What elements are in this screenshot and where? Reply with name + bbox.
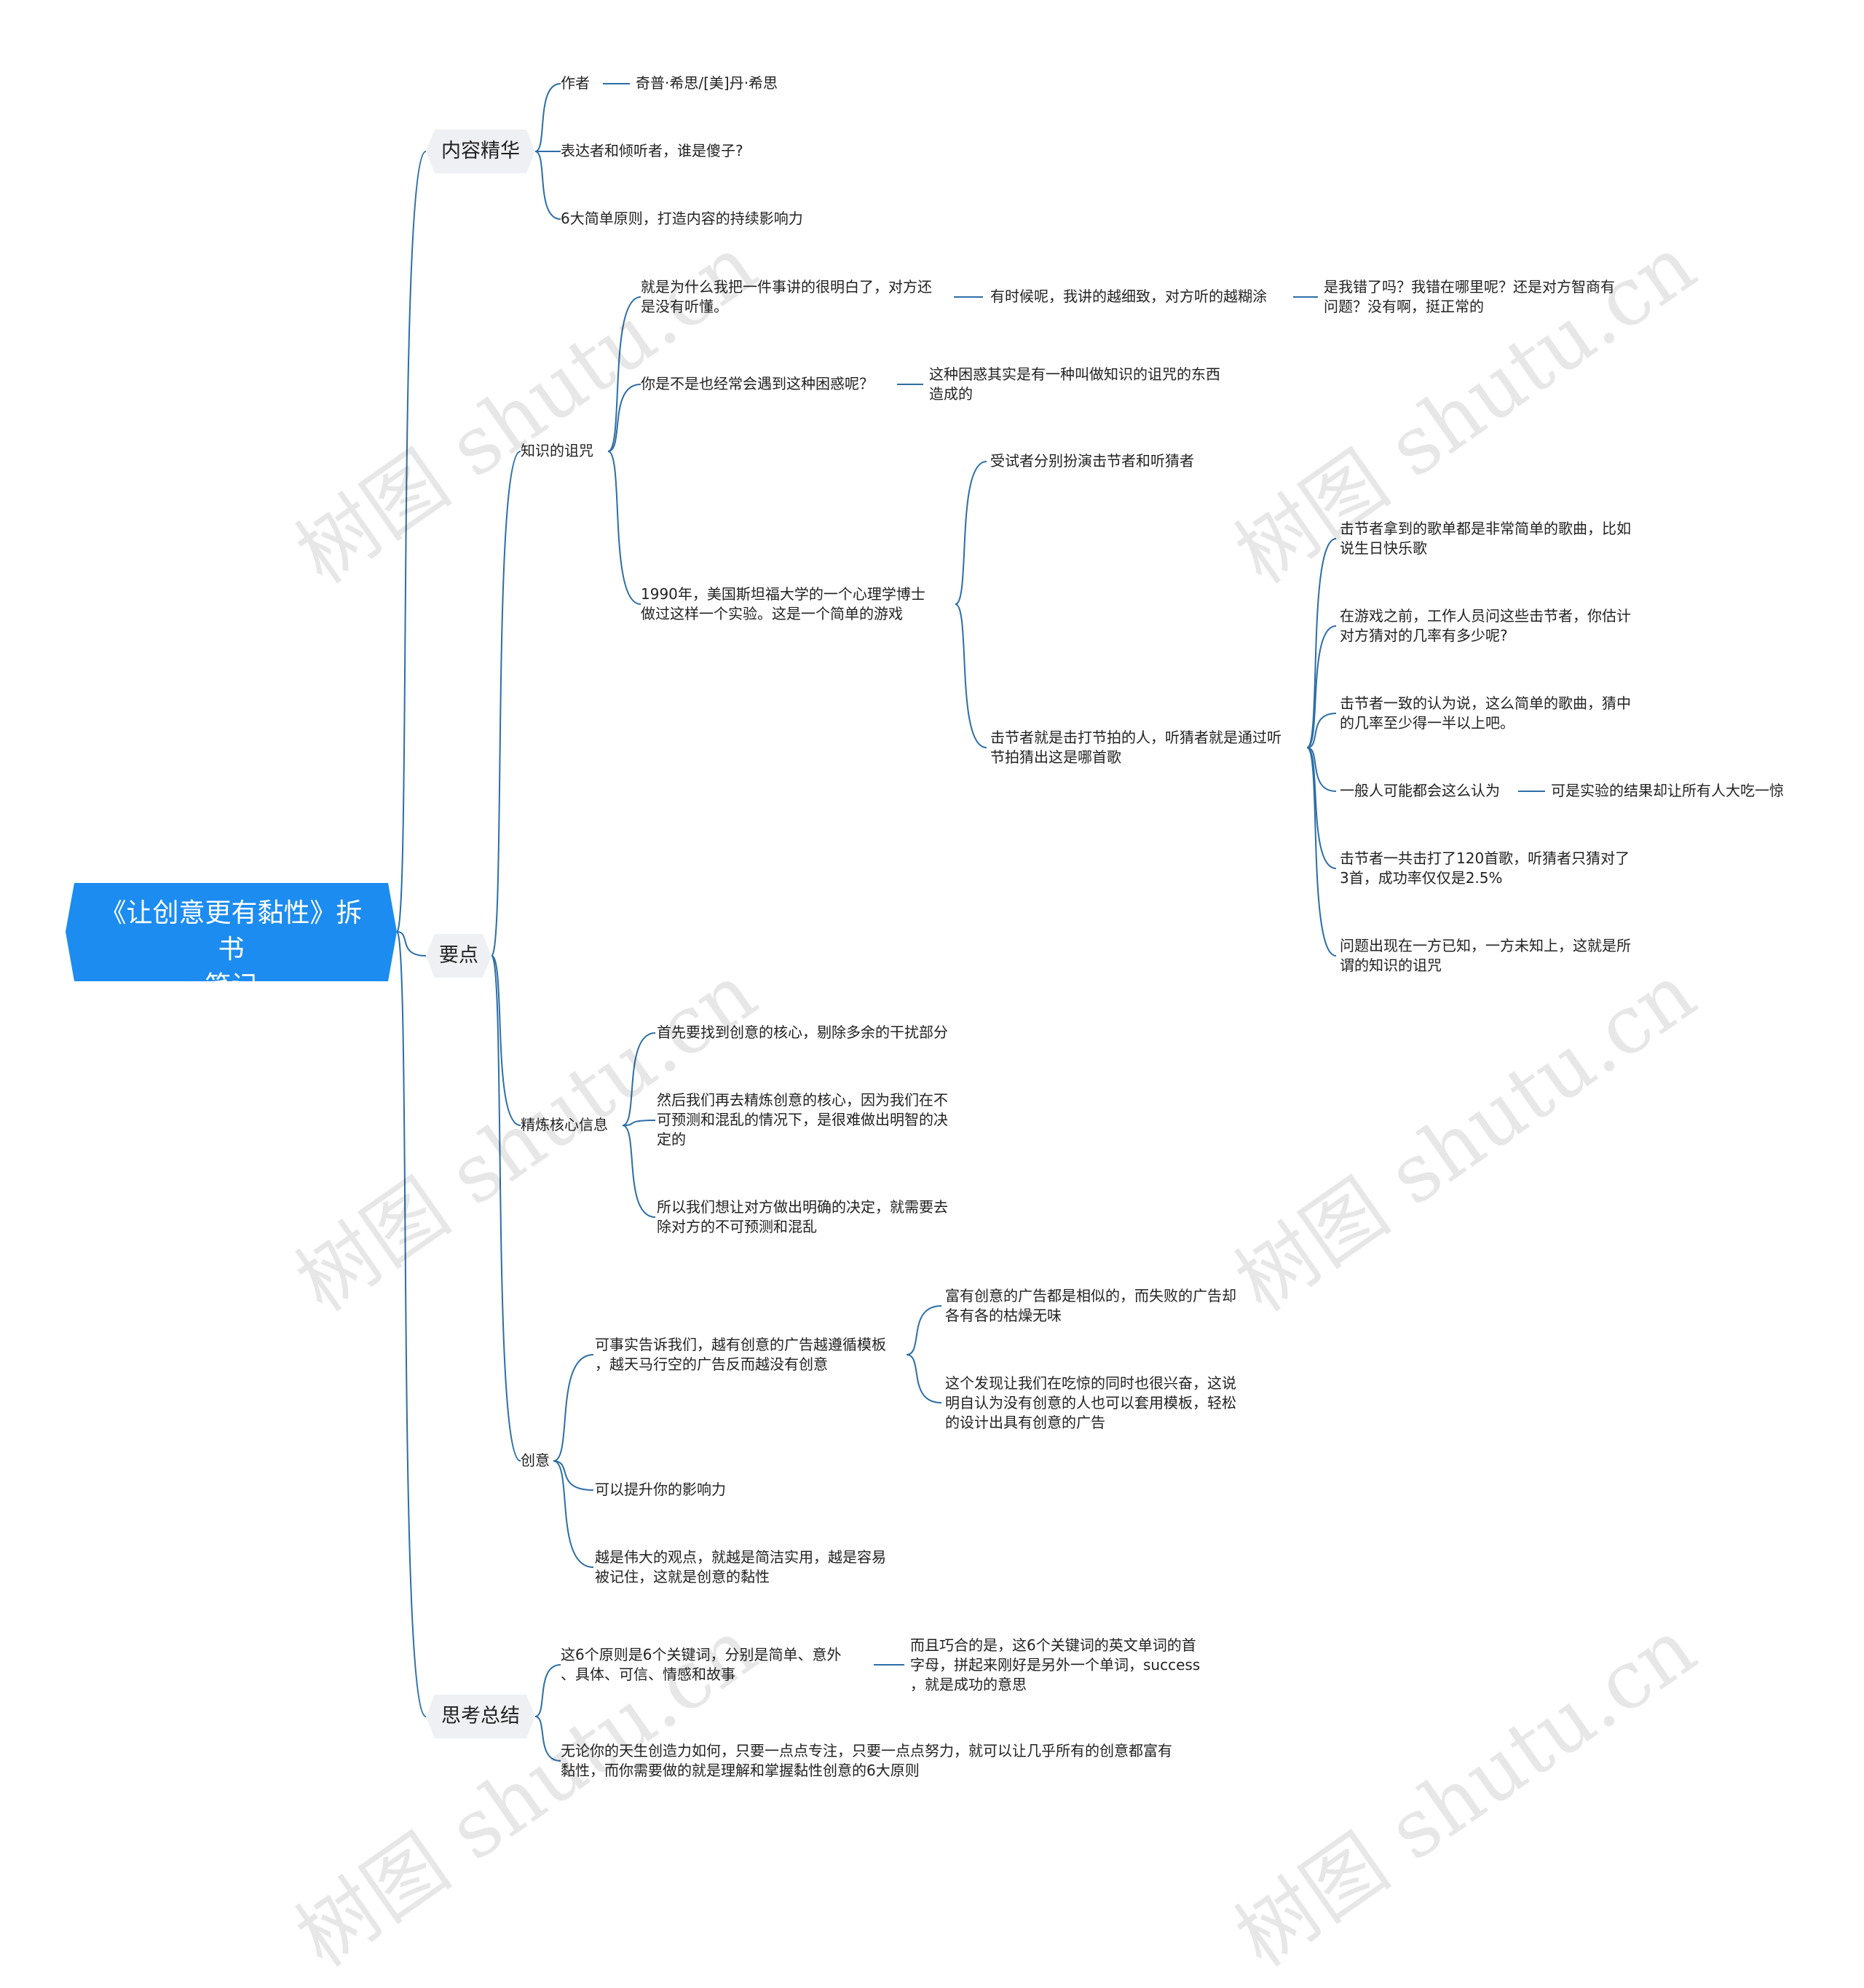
branch-bg [426, 934, 491, 978]
branch-label: 思考总结 [441, 1705, 520, 1727]
node-curse-of-knowledge[interactable]: 知识的诅咒 [521, 442, 593, 459]
node-summary-a[interactable]: 这6个原则是6个关键词，分别是简单、意外 、具体、可信、情感和故事 [561, 1646, 842, 1683]
node-curse-a[interactable]: 就是为什么我把一件事讲的很明白了，对方还 是没有听懂。 [641, 278, 932, 315]
connector-curve [491, 955, 521, 1462]
node-idea-a2[interactable]: 这个发现让我们在吃惊的同时也很兴奋，这说 明自认为没有创意的人也可以套用模板，轻… [945, 1374, 1236, 1431]
connector-curve [955, 461, 987, 605]
node-six-principles[interactable]: 6大简单原则，打造内容的持续影响力 [561, 210, 803, 227]
node-curse-a2[interactable]: 是我错了吗？我错在哪里呢？还是对方智商有 问题？没有啊，挺正常的 [1324, 278, 1615, 315]
node-author-name[interactable]: 奇普·希思/[美]丹·希思 [636, 74, 778, 92]
connector-curve [622, 1125, 656, 1218]
branch-content-highlights[interactable]: 内容精华 [426, 130, 535, 173]
node-curse-d1[interactable]: 击节者拿到的歌单都是非常简单的歌曲，比如 说生日快乐歌 [1340, 520, 1631, 557]
node-author[interactable]: 作者 [561, 74, 590, 92]
node-curse-d6[interactable]: 问题出现在一方已知，一方未知上，这就是所 谓的知识的诅咒 [1340, 937, 1631, 974]
connector-curve [491, 451, 521, 957]
connector-curve [1306, 625, 1337, 748]
connector-curve [1306, 747, 1337, 792]
connector-curve [396, 931, 427, 1717]
connector-curve [396, 931, 427, 957]
root-node-title[interactable]: 《让创意更有黏性》拆书 笔记 [100, 898, 363, 1001]
connector-curve [553, 1460, 594, 1568]
node-refine-c[interactable]: 所以我们想让对方做出明确的决定，就需要去 除对方的不可预测和混乱 [657, 1198, 948, 1235]
node-summary-a1[interactable]: 而且巧合的是，这6个关键词的英文单词的首 字母，拼起来刚好是另外一个单词，suc… [910, 1636, 1201, 1693]
branch-summary[interactable]: 思考总结 [426, 1695, 535, 1738]
node-creativity[interactable]: 创意 [521, 1452, 550, 1469]
connector-curve [534, 151, 561, 220]
node-refine-core[interactable]: 精炼核心信息 [521, 1116, 608, 1133]
node-curse-c[interactable]: 1990年，美国斯坦福大学的一个心理学博士 做过这样一个实验。这是一个简单的游戏 [641, 585, 925, 622]
connector-curve [607, 451, 641, 605]
node-curse-d5[interactable]: 击节者一共击打了120首歌，听猜者只猜对了 3首，成功率仅仅是2.5% [1340, 850, 1630, 887]
node-idea-b[interactable]: 可以提升你的影响力 [595, 1481, 726, 1498]
connector-curve [534, 1664, 561, 1717]
node-curse-b[interactable]: 你是不是也经常会遇到这种困惑呢？ [641, 375, 874, 392]
node-curse-a1[interactable]: 有时候呢，我讲的越细致，对方听的越糊涂 [990, 288, 1267, 305]
node-idea-c[interactable]: 越是伟大的观点，就越是简洁实用，越是容易 被记住，这就是创意的黏性 [595, 1548, 886, 1585]
branch-bg [426, 130, 535, 173]
root-node-shape [66, 883, 397, 981]
connector-curve [622, 1120, 656, 1126]
node-curse-c1[interactable]: 受试者分别扮演击节者和听猜者 [990, 452, 1194, 470]
connector-curve [1306, 538, 1337, 748]
branch-label: 内容精华 [441, 140, 520, 162]
connector-curve [622, 1032, 656, 1126]
node-refine-a[interactable]: 首先要找到创意的核心，剔除多余的干扰部分 [657, 1023, 948, 1041]
node-curse-c2[interactable]: 击节者就是击打节拍的人，听猜者就是通过听 节拍猜出这是哪首歌 [990, 729, 1282, 766]
node-summary-b[interactable]: 无论你的天生创造力如何，只要一点点专注，只要一点点努力，就可以让几乎所有的创意都… [561, 1742, 1172, 1779]
node-curse-d2[interactable]: 在游戏之前，工作人员问这些击节者，你估计 对方猜对的几率有多少呢? [1340, 607, 1631, 644]
node-speaker-listener[interactable]: 表达者和倾听者，谁是傻子? [561, 142, 743, 159]
connector-curve [396, 151, 427, 932]
node-curse-d3[interactable]: 击节者一致的认为说，这么简单的歌曲，猜中 的几率至少得一半以上吧。 [1340, 694, 1631, 732]
connector-curve [906, 1305, 942, 1355]
connector-curve [553, 1460, 594, 1491]
node-idea-a[interactable]: 可事实告诉我们，越有创意的广告越遵循模板 ，越天马行空的广告反而越没有创意 [595, 1336, 886, 1373]
node-idea-a1[interactable]: 富有创意的广告都是相似的，而失败的广告却 各有各的枯燥无味 [945, 1287, 1236, 1324]
connector-curve [491, 955, 521, 1126]
connector-curve [1306, 747, 1337, 957]
branch-label: 要点 [439, 944, 478, 967]
node-curse-d4[interactable]: 一般人可能都会这么认为 [1340, 782, 1500, 799]
connector-curve [607, 384, 641, 452]
node-curse-b1[interactable]: 这种困惑其实是有一种叫做知识的诅咒的东西 造成的 [929, 365, 1220, 403]
connector-curve [607, 296, 641, 452]
connector-curve [955, 603, 987, 748]
connector-curve [553, 1354, 594, 1462]
branch-key-points[interactable]: 要点 [426, 934, 491, 978]
connector-curve [906, 1354, 942, 1403]
branch-bg [426, 1695, 535, 1738]
node-refine-b[interactable]: 然后我们再去精炼创意的核心，因为我们在不 可预测和混乱的情况下，是很难做出明智的… [657, 1091, 948, 1148]
node-curse-d4a[interactable]: 可是实验的结果却让所有人大吃一惊 [1551, 782, 1784, 799]
connector-curve [534, 83, 561, 152]
connector-curve [1306, 747, 1337, 869]
connector-curve [534, 1716, 561, 1762]
connector-lines [396, 83, 1545, 1762]
connector-curve [1306, 713, 1337, 748]
